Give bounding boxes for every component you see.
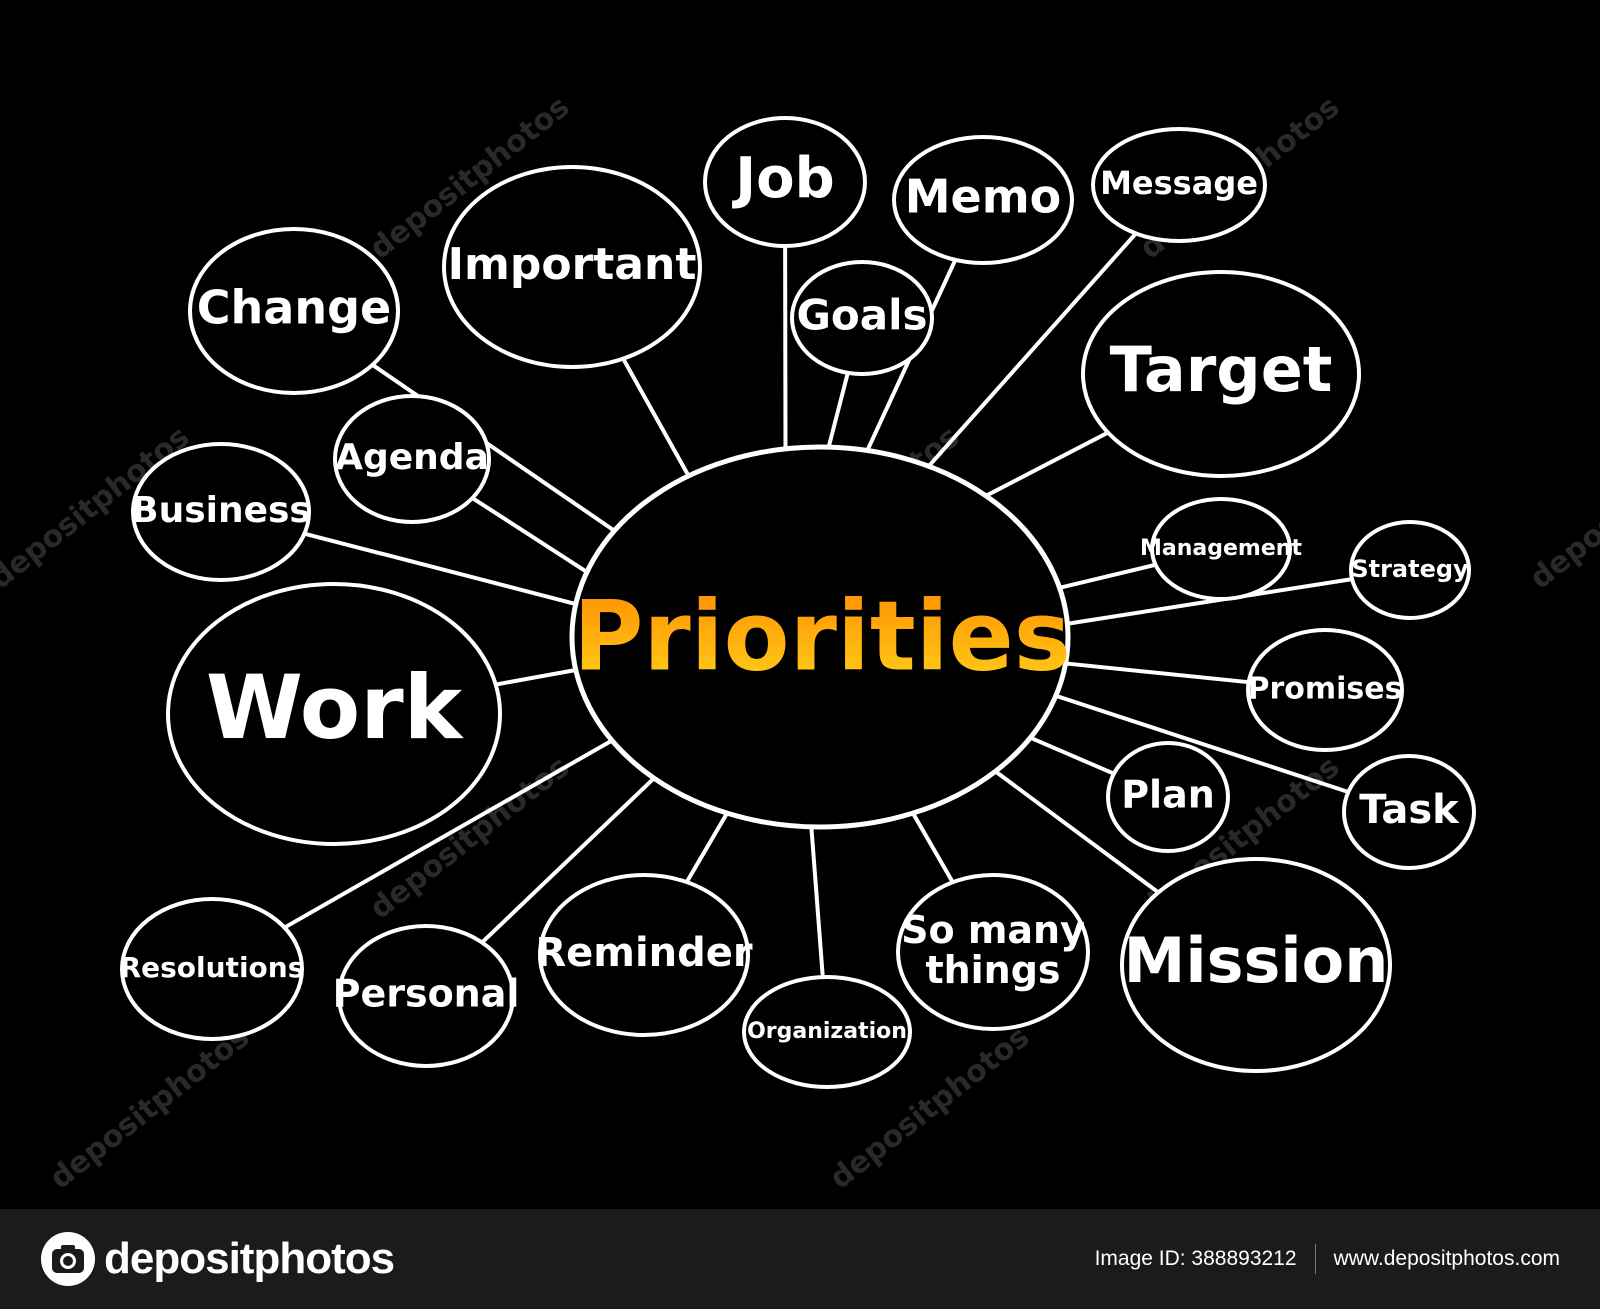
connector-business (302, 531, 578, 607)
connector-personal (480, 776, 657, 945)
node-label-management: Management (1140, 536, 1302, 561)
node-label-change: Change (197, 281, 391, 335)
connector-goals (826, 370, 850, 450)
node-business: Business (131, 442, 311, 582)
node-label-reminder: Reminder (535, 930, 753, 976)
node-personal: Personal (333, 924, 520, 1068)
node-label-plan: Plan (1121, 773, 1215, 817)
connector-target (983, 430, 1111, 498)
node-outline-promises (1246, 628, 1404, 752)
connector-management (1057, 562, 1158, 590)
node-promises: Promises (1246, 628, 1404, 752)
node-label-personal: Personal (333, 972, 520, 1016)
connector-reminder (684, 811, 730, 885)
node-outline-memo (892, 135, 1074, 265)
connector-work (493, 667, 578, 687)
connector-lines (282, 231, 1355, 980)
brand-name: depositphotos (104, 1234, 395, 1283)
node-work: Work (166, 582, 502, 846)
node-label-goals: Goals (796, 291, 927, 340)
node-outline-task (1342, 754, 1476, 870)
node-layer: Change Important Job Memo MessageGoalsTarget… (120, 116, 1476, 1089)
node-outline-work (166, 582, 502, 846)
connector-strategy (1065, 577, 1355, 626)
node-goals: Goals (790, 260, 934, 376)
node-outline-mission (1120, 857, 1392, 1073)
watermark-text: depositphotos (1523, 419, 1600, 596)
node-label-promises: Promises (1248, 672, 1403, 707)
node-outline-so_many_things (896, 873, 1090, 1031)
connector-change (370, 362, 617, 533)
connector-organization (809, 824, 825, 980)
connector-mission (993, 769, 1161, 895)
brand-logo[interactable]: depositphotos (40, 1231, 395, 1287)
node-organization: Organization (742, 975, 912, 1089)
node-outline-agenda (333, 394, 491, 524)
image-meta: Image ID: 388893212 www.depositphotos.co… (1095, 1244, 1560, 1274)
footer-bar: depositphotos Image ID: 388893212 www.de… (0, 1209, 1600, 1309)
node-label-target: Target (1110, 333, 1333, 406)
node-label-business: Business (131, 490, 311, 531)
node-plan: Plan (1106, 741, 1230, 853)
center-label: Priorities (573, 580, 1071, 692)
node-strategy: Strategy (1349, 520, 1471, 620)
camera-icon (41, 1232, 95, 1286)
node-outline-job (703, 116, 867, 248)
node-resolutions: Resolutions (120, 897, 305, 1041)
node-memo: Memo (892, 135, 1074, 265)
node-label-strategy: Strategy (1351, 555, 1469, 583)
node-label-resolutions: Resolutions (120, 951, 305, 984)
node-outline-reminder (538, 873, 750, 1037)
connector-message (926, 231, 1138, 469)
node-label-work: Work (206, 656, 465, 759)
node-task: Task (1342, 754, 1476, 870)
node-important: Important (442, 165, 702, 369)
connector-task (1053, 693, 1351, 795)
node-change: Change (188, 227, 400, 395)
node-outline-target (1081, 270, 1361, 478)
node-reminder: Reminder (535, 873, 753, 1037)
node-outline-message (1091, 127, 1267, 243)
node-outline-plan (1106, 741, 1230, 853)
node-label-organization: Organization (747, 1019, 907, 1044)
node-outline-resolutions (120, 897, 304, 1041)
node-label-important: Important (448, 239, 697, 290)
site-url[interactable]: www.depositphotos.com (1333, 1247, 1560, 1270)
meta-divider (1314, 1244, 1316, 1274)
center-node: Priorities (569, 444, 1071, 830)
node-outline-management (1150, 497, 1292, 601)
connector-promises (1063, 661, 1251, 685)
node-outline-important (442, 165, 702, 369)
image-id: Image ID: 388893212 (1094, 1247, 1297, 1270)
node-message: Message (1091, 127, 1267, 243)
node-outline-business (131, 442, 311, 582)
node-outline-personal (337, 924, 515, 1068)
node-outline-goals (790, 260, 934, 376)
node-label-message: Message (1100, 164, 1258, 202)
node-label-job: Job (731, 146, 834, 211)
node-label-memo: Memo (905, 170, 1062, 224)
node-agenda: Agenda (333, 394, 491, 524)
node-label-task: Task (1359, 787, 1460, 833)
connector-agenda (470, 496, 589, 575)
watermark-text: depositphotos (43, 1019, 256, 1196)
node-outline-change (188, 227, 400, 395)
node-mission: Mission (1120, 857, 1392, 1073)
node-outline-organization (742, 975, 912, 1089)
node-label-mission: Mission (1124, 924, 1389, 997)
connector-important (621, 356, 691, 478)
node-management: Management (1140, 497, 1302, 601)
node-job: Job (703, 116, 867, 248)
node-label-agenda: Agenda (335, 437, 489, 478)
node-target: Target (1081, 270, 1361, 478)
connector-so_many_things (910, 811, 955, 885)
connector-resolutions (282, 738, 615, 930)
connector-plan (1028, 735, 1116, 776)
node-outline-strategy (1349, 520, 1471, 620)
